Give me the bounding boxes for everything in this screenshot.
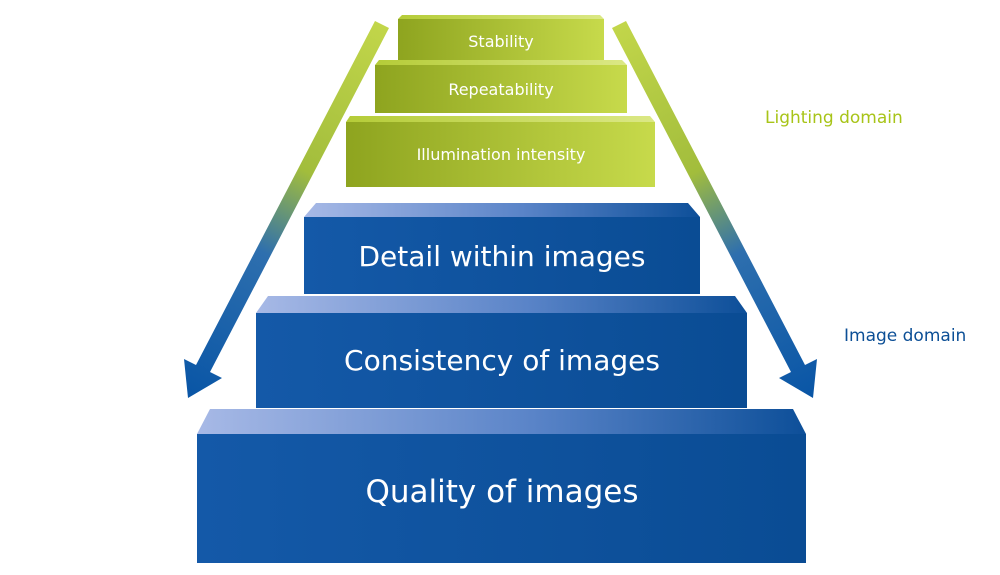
image-domain-label: Image domain: [844, 326, 966, 346]
lighting-domain-label: Lighting domain: [765, 108, 903, 128]
lighting-step-repeatability: Repeatability: [375, 60, 627, 113]
image-step-label: Consistency of images: [344, 344, 660, 377]
image-step-consistency: Consistency of images: [256, 296, 747, 408]
image-step-quality: Quality of images: [197, 409, 806, 563]
lighting-step-label: Repeatability: [448, 80, 553, 99]
image-step-label: Quality of images: [365, 474, 638, 510]
right-arrow: [612, 21, 817, 398]
lighting-step-label: Illumination intensity: [417, 145, 586, 164]
image-step-detail: Detail within images: [304, 203, 700, 294]
image-step-label: Detail within images: [358, 240, 645, 273]
lighting-step-stability: Stability: [398, 15, 604, 60]
left-arrow: [184, 21, 389, 398]
lighting-step-label: Stability: [468, 32, 533, 51]
lighting-step-illumination: Illumination intensity: [346, 116, 655, 187]
